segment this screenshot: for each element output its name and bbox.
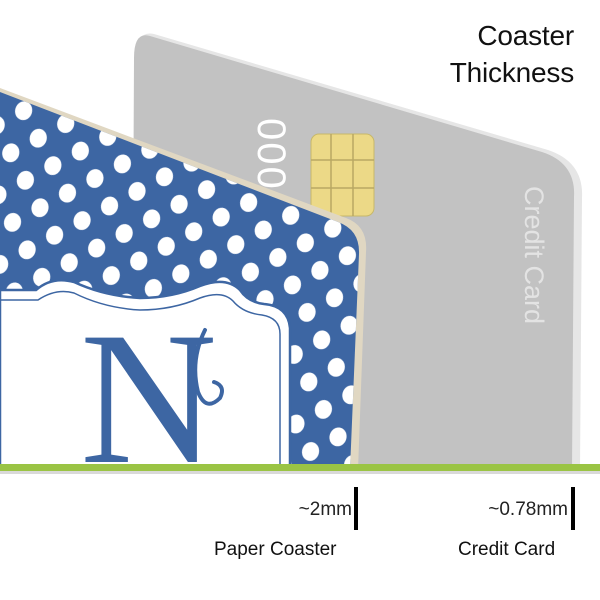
title-line-1: Coaster	[477, 20, 574, 51]
coaster-thickness-bar	[354, 487, 358, 530]
coaster-thickness-value: ~2mm	[298, 499, 352, 520]
title-line-2: Thickness	[449, 57, 574, 88]
card-thickness-value: ~0.78mm	[488, 499, 568, 520]
credit-card-brand-label: Credit Card	[519, 186, 549, 324]
card-thickness-bar	[571, 487, 575, 530]
card-thickness-label: Credit Card	[458, 539, 556, 560]
monogram-swash	[193, 328, 224, 406]
monogram-frame	[0, 279, 292, 470]
measurement-panel	[0, 466, 600, 600]
accent-stripe-gray	[0, 471, 600, 474]
coaster-thickness-label: Paper Coaster	[214, 539, 337, 560]
chip-icon	[310, 133, 375, 217]
accent-stripe-green	[0, 464, 600, 471]
